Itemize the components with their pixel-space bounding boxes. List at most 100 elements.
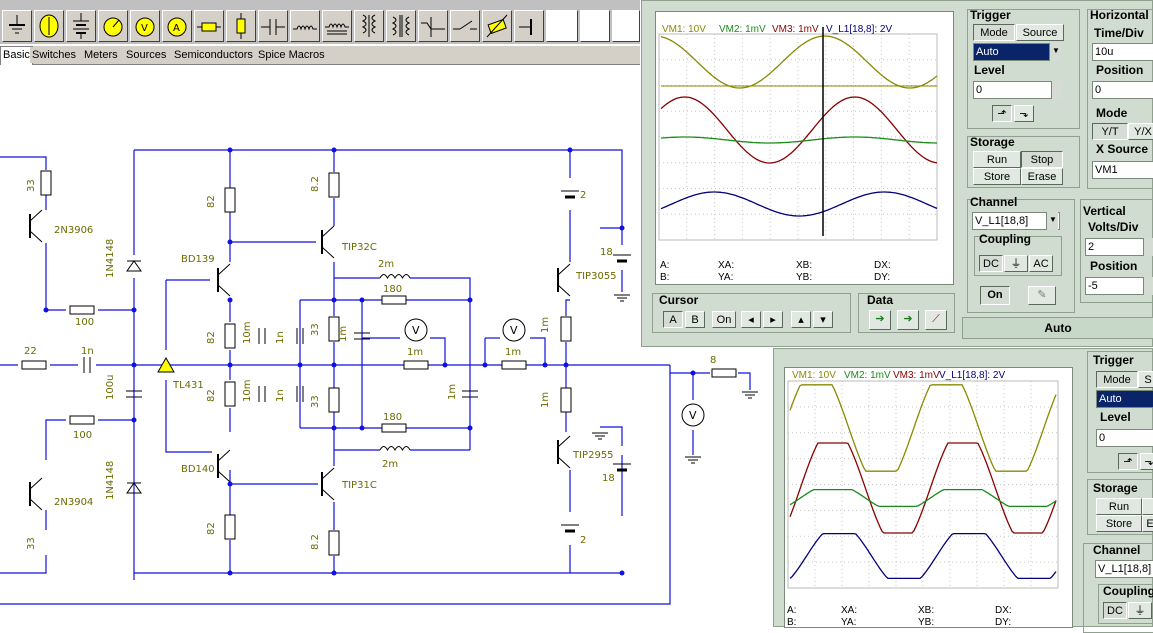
transformer2-tool-button[interactable] bbox=[386, 10, 416, 42]
diode[interactable] bbox=[126, 482, 142, 494]
resistor[interactable] bbox=[69, 305, 95, 315]
inductor[interactable] bbox=[379, 446, 411, 452]
scope1-cursor-on-button[interactable]: On bbox=[712, 311, 736, 328]
wire[interactable] bbox=[600, 426, 623, 446]
ammeter-tool-button[interactable]: A bbox=[162, 10, 192, 42]
wire[interactable] bbox=[530, 337, 546, 365]
resistor[interactable] bbox=[328, 530, 340, 556]
tab-semiconductors[interactable]: Semiconductors bbox=[172, 47, 255, 63]
scope1-erase-button[interactable]: Erase bbox=[1021, 168, 1063, 185]
scope1-cursor-left-button[interactable]: ◂ bbox=[741, 311, 761, 328]
scope1-coupling-ac-button[interactable]: AC bbox=[1029, 255, 1053, 272]
scope2-run-button[interactable]: Run bbox=[1096, 498, 1142, 515]
scope1-coupling-dc-button[interactable]: DC bbox=[979, 255, 1003, 272]
resistor[interactable] bbox=[560, 387, 572, 413]
inductor-tool-button[interactable] bbox=[290, 10, 320, 42]
resistor[interactable] bbox=[328, 387, 340, 413]
scope1-channel-pen-button[interactable]: ✎ bbox=[1028, 286, 1056, 305]
scope1-cursor-down-button[interactable]: ▾ bbox=[813, 311, 833, 328]
empty-tool-slot[interactable] bbox=[546, 10, 578, 42]
tab-spice-macros[interactable]: Spice Macros bbox=[256, 47, 327, 63]
ac-source-tool-button[interactable] bbox=[98, 10, 128, 42]
scope1-trigger-falling-button[interactable]: ⬎ bbox=[1014, 105, 1034, 122]
scope2-store-button[interactable]: Store bbox=[1096, 515, 1142, 532]
wire[interactable] bbox=[565, 299, 570, 316]
wire[interactable] bbox=[45, 243, 66, 311]
wire[interactable] bbox=[0, 555, 47, 574]
empty-tool-slot[interactable] bbox=[612, 10, 640, 42]
resistor[interactable] bbox=[560, 316, 572, 342]
diode[interactable] bbox=[126, 260, 142, 272]
scope2-trigger-rising-button[interactable]: ⬏ bbox=[1118, 453, 1138, 470]
scope1-trigger-level-input[interactable]: 0 bbox=[973, 81, 1063, 99]
scope2-stop-button[interactable] bbox=[1142, 498, 1153, 515]
scope1-channel-on-button[interactable]: On bbox=[980, 286, 1010, 305]
wire[interactable] bbox=[410, 277, 471, 300]
resistor[interactable] bbox=[224, 514, 236, 540]
scope1-data-export-button[interactable]: ➔ bbox=[869, 310, 891, 330]
wire[interactable] bbox=[165, 380, 212, 453]
scope1-trigger-source-button[interactable]: Source bbox=[1016, 24, 1064, 41]
scope1-mode-yt-button[interactable]: Y/T bbox=[1092, 123, 1128, 140]
scope2-erase-button[interactable]: E bbox=[1142, 515, 1153, 532]
empty-tool-slot[interactable] bbox=[580, 10, 610, 42]
potentiometer-tool-button[interactable] bbox=[226, 10, 256, 42]
scope1-trigger-level-spinner[interactable] bbox=[1051, 81, 1063, 99]
scope1-trigger-mode-dropdown[interactable]: ▼ bbox=[1049, 43, 1061, 61]
tab-sources[interactable]: Sources bbox=[124, 47, 169, 63]
voltmeter[interactable] bbox=[681, 403, 705, 427]
resistor[interactable] bbox=[69, 415, 95, 425]
resistor[interactable] bbox=[21, 360, 47, 370]
scope2-coupling-dc-button[interactable]: DC bbox=[1103, 602, 1127, 619]
battery-tool-button[interactable] bbox=[34, 10, 64, 42]
capacitor-tool-button[interactable] bbox=[258, 10, 288, 42]
ground-tool-button[interactable] bbox=[2, 10, 32, 42]
resistor[interactable] bbox=[40, 170, 52, 196]
scope2-trigger-source-button[interactable]: S bbox=[1138, 371, 1153, 388]
core-inductor-tool-button[interactable] bbox=[322, 10, 352, 42]
scope1-mode-yx-button[interactable]: Y/X bbox=[1128, 123, 1153, 140]
voltmeter[interactable] bbox=[404, 318, 428, 342]
resistor[interactable] bbox=[403, 360, 429, 370]
resistor[interactable] bbox=[224, 381, 236, 407]
wire[interactable] bbox=[0, 365, 671, 605]
resistor[interactable] bbox=[224, 187, 236, 213]
tab-switches[interactable]: Switches bbox=[30, 47, 79, 63]
scope2-trigger-mode-select[interactable]: Auto bbox=[1096, 390, 1153, 408]
scope1-cursor-a-button[interactable]: A bbox=[663, 311, 683, 328]
voltmeter[interactable] bbox=[502, 318, 526, 342]
resistor[interactable] bbox=[381, 295, 407, 305]
scope1-cursor-b-button[interactable]: B bbox=[685, 311, 705, 328]
scope1-trigger-mode-button[interactable]: Mode bbox=[973, 24, 1015, 41]
wire[interactable] bbox=[0, 156, 47, 170]
scope1-cursor-right-button[interactable]: ▸ bbox=[763, 311, 783, 328]
scope2-channel-select[interactable]: V_L1[18,8] bbox=[1095, 560, 1153, 578]
scope2-trigger-level-input[interactable]: 0 bbox=[1096, 429, 1153, 447]
tab-basic[interactable]: Basic bbox=[0, 46, 33, 65]
scope1-trigger-mode-select[interactable]: Auto bbox=[973, 43, 1061, 61]
scope2-coupling-ground-button[interactable]: ⏚ bbox=[1128, 602, 1152, 619]
scope1-timediv-input[interactable]: 10u bbox=[1092, 43, 1153, 61]
scope1-data-plot-button[interactable]: ⟋ bbox=[925, 310, 947, 330]
scope1-coupling-ground-button[interactable]: ⏚ bbox=[1004, 255, 1028, 272]
voltmeter-tool-button[interactable]: V bbox=[130, 10, 160, 42]
resistor[interactable] bbox=[381, 423, 407, 433]
scope1-vposition-input[interactable]: -5 bbox=[1085, 277, 1153, 295]
varistor-tool-button[interactable] bbox=[482, 10, 512, 42]
scope1-voltsdiv-input[interactable]: 2 bbox=[1085, 238, 1153, 256]
scope1-data-import-button[interactable]: ➜ bbox=[897, 310, 919, 330]
resistor[interactable] bbox=[328, 172, 340, 198]
wire[interactable] bbox=[430, 337, 446, 365]
scope2-trigger-falling-button[interactable]: ⬎ bbox=[1140, 453, 1153, 470]
inductor[interactable] bbox=[379, 274, 411, 280]
scope1-channel-select[interactable]: V_L1[18,8] bbox=[972, 212, 1060, 230]
scope2-trigger-mode-button[interactable]: Mode bbox=[1096, 371, 1138, 388]
tab-meters[interactable]: Meters bbox=[82, 47, 120, 63]
transformer-tool-button[interactable] bbox=[354, 10, 384, 42]
resistor[interactable] bbox=[501, 360, 527, 370]
switch-tool-button[interactable] bbox=[450, 10, 480, 42]
relay-tool-button[interactable] bbox=[418, 10, 448, 42]
scope1-channel-dropdown[interactable]: ▼ bbox=[1046, 212, 1058, 230]
resistor[interactable] bbox=[328, 316, 340, 342]
